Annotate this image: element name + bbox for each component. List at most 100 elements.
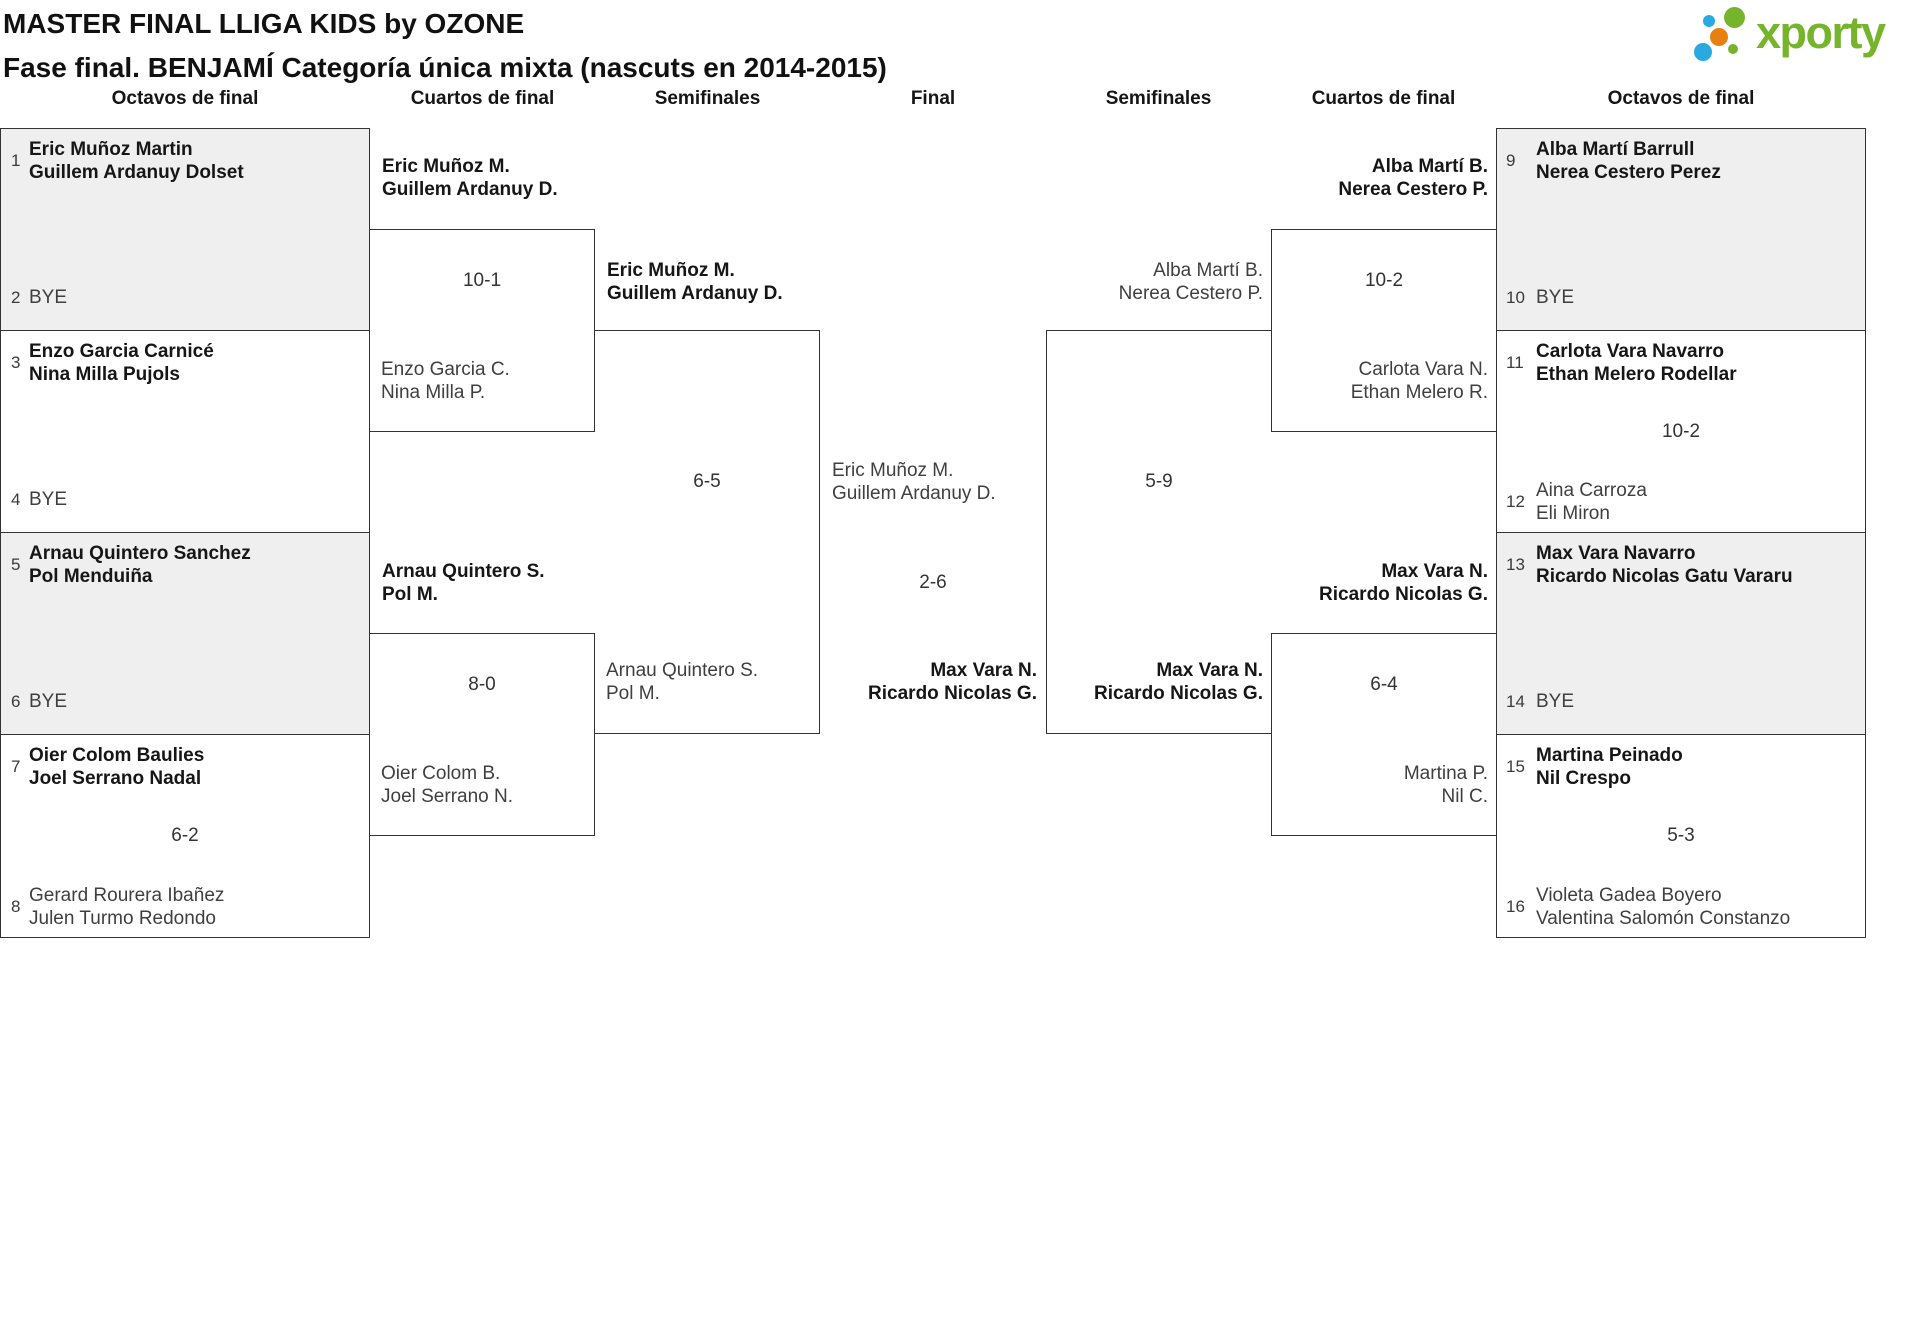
player-name: Pol M. <box>606 683 660 704</box>
round-header-cuartos-right: Cuartos de final <box>1311 88 1456 109</box>
team-entry: 7 Oier Colom Baulies Joel Serrano Nadal <box>1 744 369 790</box>
player-name: BYE <box>29 287 68 308</box>
match-box-cuartos-right-2: 6-4 Martina P. Nil C. <box>1271 633 1496 836</box>
player-name: Joel Serrano N. <box>381 786 514 807</box>
match-score: 6-4 <box>1370 674 1398 695</box>
team-label: Carlota Vara N. Ethan Melero R. <box>1351 358 1488 404</box>
seed-number: 14 <box>1506 691 1525 711</box>
player-name: Ethan Melero R. <box>1350 382 1488 403</box>
final-score: 2-6 <box>919 572 947 593</box>
match-box-octavos-1-2: 1 Eric Muñoz Martin Guillem Ardanuy Dols… <box>0 128 370 331</box>
match-box-semifinal-left: 6-5 Arnau Quintero S. Pol M. <box>595 330 820 734</box>
logo-dot-icon <box>1724 7 1745 28</box>
match-box-octavos-15-16: 15 Martina Peinado Nil Crespo 5-3 16 Vio… <box>1496 734 1866 938</box>
player-name: Eric Muñoz M. <box>832 460 954 481</box>
round-header-semifinales-left: Semifinales <box>654 88 761 109</box>
player-name: Nina Milla Pujols <box>29 364 180 385</box>
match-score: 8-0 <box>468 674 496 695</box>
player-name: Nerea Cestero P. <box>1118 283 1263 304</box>
player-name: Nil C. <box>1441 786 1488 807</box>
player-name: Alba Martí Barrull <box>1536 139 1695 160</box>
player-name: Oier Colom B. <box>381 763 501 784</box>
player-name: Max Vara N. <box>1381 561 1488 582</box>
seed-number: 6 <box>11 691 21 711</box>
team-label: Enzo Garcia C. Nina Milla P. <box>381 358 510 404</box>
seed-number: 13 <box>1506 555 1525 574</box>
player-name: Ricardo Nicolas G. <box>1094 683 1263 704</box>
seed-number: 3 <box>11 353 21 372</box>
logo-dot-icon <box>1703 15 1715 27</box>
round-header-octavos-right: Octavos de final <box>1607 88 1755 109</box>
match-score: 6-2 <box>171 825 199 846</box>
match-box-cuartos-right-1: 10-2 Carlota Vara N. Ethan Melero R. <box>1271 229 1496 432</box>
player-name: Enzo Garcia Carnicé <box>29 341 214 362</box>
team-entry: 16 Violeta Gadea Boyero Valentina Salomó… <box>1497 884 1865 930</box>
round-header-final: Final <box>910 88 956 109</box>
team-entry: 5 Arnau Quintero Sanchez Pol Menduiña <box>1 542 369 588</box>
player-name: BYE <box>1536 691 1575 712</box>
advancing-team-label: Arnau Quintero S. Pol M. <box>382 560 545 606</box>
seed-number: 15 <box>1506 757 1525 776</box>
finalist-label: Eric Muñoz M. Guillem Ardanuy D. <box>832 459 996 505</box>
team-entry: 11 Carlota Vara Navarro Ethan Melero Rod… <box>1497 340 1865 386</box>
player-name: Ethan Melero Rodellar <box>1536 364 1737 385</box>
player-name: Joel Serrano Nadal <box>29 768 202 789</box>
player-name: Eric Muñoz Martin <box>29 139 193 160</box>
player-name: Oier Colom Baulies <box>29 745 205 766</box>
xporty-logo[interactable]: xporty <box>1690 5 1918 67</box>
page-subtitle: Fase final. BENJAMÍ Categoría única mixt… <box>3 52 887 83</box>
player-name: Nerea Cestero P. <box>1338 179 1488 200</box>
player-name: Alba Martí B. <box>1153 260 1263 281</box>
team-entry: 4 BYE <box>1 488 369 511</box>
player-name: Alba Martí B. <box>1371 156 1488 177</box>
player-name: BYE <box>29 691 68 712</box>
match-box-cuartos-left-2: 8-0 Oier Colom B. Joel Serrano N. <box>370 633 595 836</box>
match-box-octavos-13-14: 13 Max Vara Navarro Ricardo Nicolas Gatu… <box>1496 532 1866 735</box>
team-label: Arnau Quintero S. Pol M. <box>606 659 758 705</box>
seed-number: 9 <box>1506 151 1516 170</box>
team-entry: 1 Eric Muñoz Martin Guillem Ardanuy Dols… <box>1 138 369 184</box>
team-entry: 3 Enzo Garcia Carnicé Nina Milla Pujols <box>1 340 369 386</box>
logo-dot-icon <box>1710 28 1728 46</box>
team-entry: 9 Alba Martí Barrull Nerea Cestero Perez <box>1497 138 1865 184</box>
seed-number: 8 <box>11 897 21 916</box>
player-name: Guillem Ardanuy D. <box>607 283 783 304</box>
match-score: 10-2 <box>1364 270 1404 291</box>
advancing-team-label: Alba Martí B. Nerea Cestero P. <box>1271 155 1488 201</box>
player-name: Pol M. <box>382 584 438 605</box>
round-header-octavos-left: Octavos de final <box>111 88 259 109</box>
player-name: Max Vara N. <box>930 660 1037 681</box>
page-header: MASTER FINAL LLIGA KIDS by OZONE Fase fi… <box>3 2 887 90</box>
round-header-cuartos-left: Cuartos de final <box>410 88 555 109</box>
match-box-octavos-9-10: 9 Alba Martí Barrull Nerea Cestero Perez… <box>1496 128 1866 331</box>
player-name: Enzo Garcia C. <box>381 359 510 380</box>
player-name: BYE <box>1536 287 1575 308</box>
player-name: Ricardo Nicolas Gatu Vararu <box>1536 566 1793 587</box>
player-name: Guillem Ardanuy Dolset <box>29 162 244 183</box>
seed-number: 5 <box>11 555 21 574</box>
player-name: Arnau Quintero S. <box>606 660 759 681</box>
seed-number: 4 <box>11 489 21 509</box>
match-score: 10-2 <box>1661 420 1701 442</box>
advancing-team-label: Eric Muñoz M. Guillem Ardanuy D. <box>382 155 558 201</box>
player-name: Martina Peinado <box>1536 745 1683 766</box>
player-name: Eric Muñoz M. <box>607 260 735 281</box>
player-name: BYE <box>29 489 68 510</box>
team-entry: 8 Gerard Rourera Ibañez Julen Turmo Redo… <box>1 884 369 930</box>
seed-number: 10 <box>1506 287 1525 307</box>
seed-number: 12 <box>1506 492 1525 511</box>
round-header-semifinales-right: Semifinales <box>1105 88 1212 109</box>
player-name: Martina P. <box>1403 763 1488 784</box>
logo-dot-icon <box>1728 44 1738 54</box>
player-name: Ricardo Nicolas G. <box>868 683 1037 704</box>
team-label: Oier Colom B. Joel Serrano N. <box>381 762 513 808</box>
seed-number: 16 <box>1506 897 1525 916</box>
player-name: Aina Carroza <box>1536 480 1647 501</box>
seed-number: 2 <box>11 287 21 307</box>
player-name: Valentina Salomón Constanzo <box>1536 908 1791 929</box>
seed-number: 1 <box>11 151 21 170</box>
player-name: Max Vara Navarro <box>1536 543 1696 564</box>
advancing-team-label: Alba Martí B. Nerea Cestero P. <box>1046 259 1263 305</box>
seed-number: 7 <box>11 757 21 776</box>
